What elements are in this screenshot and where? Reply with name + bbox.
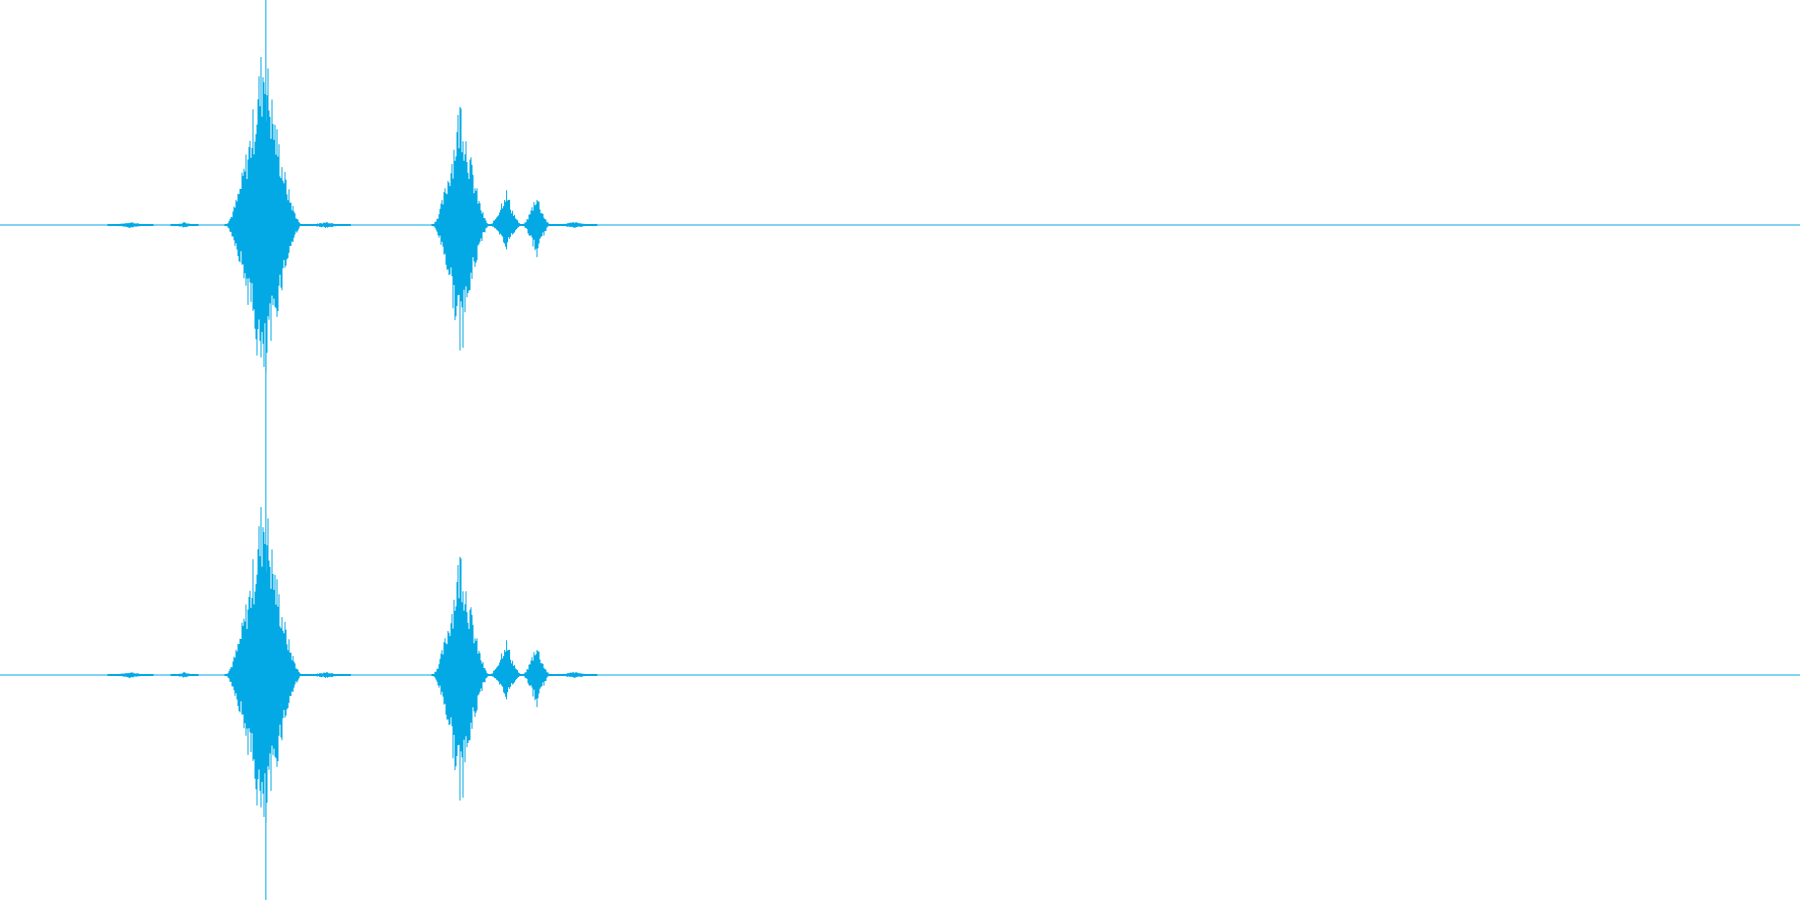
waveform-segment — [431, 556, 490, 801]
waveform-segment — [550, 222, 598, 228]
waveform-segment — [550, 672, 598, 678]
waveform-segment — [301, 672, 351, 678]
waveform-segment — [170, 672, 199, 678]
waveform-segment — [107, 222, 154, 229]
waveform-segment — [224, 57, 303, 373]
waveform-segment — [489, 190, 523, 250]
channel-1-track[interactable] — [0, 57, 1800, 373]
waveform-segment — [301, 222, 351, 228]
channel-2-track[interactable] — [0, 507, 1800, 823]
waveform-segment — [489, 640, 523, 700]
waveform-segment — [107, 672, 154, 679]
waveform-segment — [521, 200, 551, 258]
waveform-segment — [170, 222, 199, 228]
waveform-segment — [521, 650, 551, 708]
waveform-segment — [431, 106, 490, 351]
waveform-segment — [224, 507, 303, 823]
